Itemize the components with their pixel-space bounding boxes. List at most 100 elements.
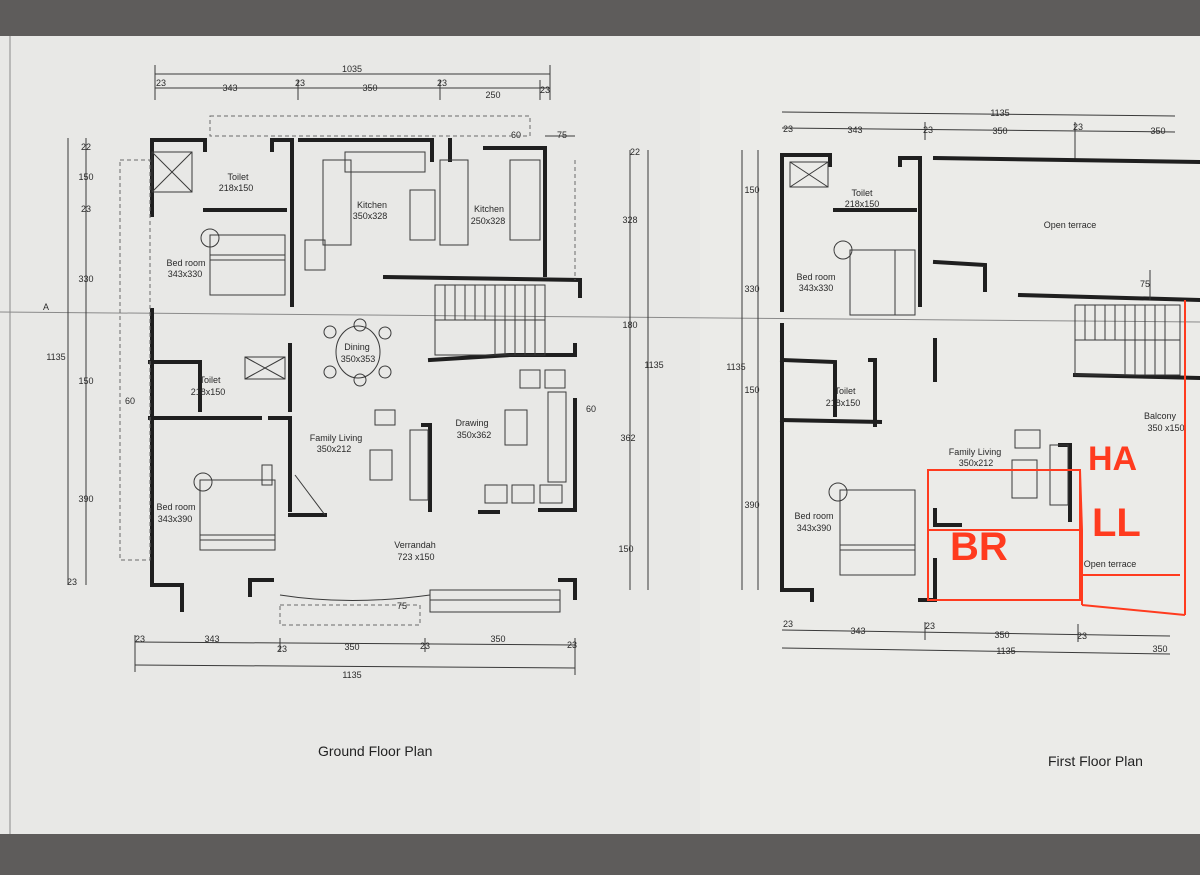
markup-ha-text: HA [1088, 440, 1137, 478]
dim-top-23c: 23 [437, 78, 447, 88]
red-markup: BR HA LL [927, 300, 1186, 616]
dim-top-total: 1035 [342, 64, 362, 74]
ff-dim-bot-343: 343 [850, 626, 865, 636]
ff-dim-left-1135: 1135 [726, 362, 745, 372]
dim-top-60: 60 [511, 130, 521, 140]
ff-room-size-bedroom-1: 343x330 [799, 283, 834, 293]
room-name-dining: Dining [344, 342, 370, 352]
stairs-ground [434, 284, 546, 356]
ff-room-name-toilet-2: Toilet [834, 386, 856, 396]
dim-top-23b: 23 [295, 78, 305, 88]
room-name-verandah: Verrandah [394, 540, 436, 550]
room-size-drawing: 350x362 [457, 430, 492, 440]
ff-dim-top-23b: 23 [923, 125, 933, 135]
dim-bot-23d: 23 [567, 640, 577, 650]
dim-top-75: 75 [557, 130, 567, 140]
room-name-toilet-1: Toilet [227, 172, 249, 182]
ff-dim-bot-total: 1135 [996, 646, 1015, 656]
ff-open-terrace-2: Open terrace [1084, 559, 1137, 569]
dim-bot-350a: 350 [344, 642, 359, 652]
dim-bot-343: 343 [204, 634, 219, 644]
room-size-family-living: 350x212 [317, 444, 352, 454]
ff-dim-top-343: 343 [847, 125, 862, 135]
dim-bot-75: 75 [397, 601, 407, 611]
axis-label: A [43, 302, 49, 312]
room-size-bedroom-2: 343x390 [158, 514, 193, 524]
markup-br-box [927, 469, 1081, 601]
dim-bot-23a: 23 [135, 634, 145, 644]
ff-dim-left-150: 150 [744, 185, 759, 195]
room-name-bedroom-1: Bed room [166, 258, 205, 268]
dim-top-23a: 23 [156, 78, 166, 88]
ff-dim-top-23a: 23 [783, 124, 793, 134]
ff-dim-right-75: 75 [1140, 279, 1150, 289]
ff-room-name-bedroom-1: Bed room [796, 272, 835, 282]
dim-left-330: 330 [78, 274, 93, 284]
dim-bot-23c: 23 [420, 641, 430, 651]
stairs-first [1074, 304, 1181, 376]
dim-top-343: 343 [222, 83, 237, 93]
room-name-kitchen-2: Kitchen [474, 204, 504, 214]
ff-dim-left-150b: 150 [744, 385, 759, 395]
dim-left-150b: 150 [78, 376, 93, 386]
dim-left-23a: 23 [81, 204, 91, 214]
dim-left-23b: 23 [67, 577, 77, 587]
ff-dim-bot-350b: 350 [1152, 644, 1167, 654]
ground-floor-plan: 1035 23 343 23 350 23 250 23 60 75 22 15… [46, 64, 663, 759]
dim-right-22: 22 [630, 147, 640, 157]
dim-top-350: 350 [362, 83, 377, 93]
dim-left-22: 22 [81, 142, 91, 152]
room-size-kitchen-1: 350x328 [353, 211, 388, 221]
ff-room-size-toilet-1: 218x150 [845, 199, 880, 209]
ff-dim-bot-23a: 23 [783, 619, 793, 629]
room-size-verandah: 723 x150 [397, 552, 434, 562]
room-name-kitchen-1: Kitchen [357, 200, 387, 210]
dim-bot-350b: 350 [490, 634, 505, 644]
dim-right-150: 150 [618, 544, 633, 554]
ff-room-size-bedroom-2: 343x390 [797, 523, 832, 533]
ff-room-name-bedroom-2: Bed room [794, 511, 833, 521]
ff-dim-left-330: 330 [744, 284, 759, 294]
markup-ll-text: LL [1092, 501, 1141, 545]
ground-floor-title: Ground Floor Plan [318, 743, 432, 759]
dim-right-362: 362 [620, 433, 635, 443]
room-name-toilet-2: Toilet [199, 375, 221, 385]
room-name-family-living: Family Living [310, 433, 363, 443]
ff-dim-left-390: 390 [744, 500, 759, 510]
dim-left-1135: 1135 [46, 352, 65, 362]
ff-dim-bot-23c: 23 [1077, 631, 1087, 641]
room-size-dining: 350x353 [341, 354, 376, 364]
room-name-drawing: Drawing [455, 418, 488, 428]
dim-left-390: 390 [78, 494, 93, 504]
ff-room-name-family-living: Family Living [949, 447, 1002, 457]
dim-right-328: 328 [622, 215, 637, 225]
ff-dim-bot-23b: 23 [925, 621, 935, 631]
dim-left-150: 150 [78, 172, 93, 182]
markup-br-text: BR [950, 525, 1008, 569]
ff-dim-top-350b: 350 [1150, 126, 1165, 136]
ff-dim-top-total: 1135 [990, 108, 1009, 118]
dim-top-250: 250 [485, 90, 500, 100]
dim-top-23d: 23 [540, 85, 550, 95]
first-floor-title: First Floor Plan [1048, 753, 1143, 769]
dim-right-180: 180 [622, 320, 637, 330]
room-size-kitchen-2: 250x328 [471, 216, 506, 226]
dim-bot-23b: 23 [277, 644, 287, 654]
room-name-bedroom-2: Bed room [156, 502, 195, 512]
room-size-toilet-2: 218x150 [191, 387, 226, 397]
ff-room-name-toilet-1: Toilet [851, 188, 873, 198]
dim-left-60: 60 [125, 396, 135, 406]
ff-dim-top-350a: 350 [992, 126, 1007, 136]
ff-dim-top-23c: 23 [1073, 122, 1083, 132]
axis-line [0, 311, 1200, 323]
room-size-bedroom-1: 343x330 [168, 269, 203, 279]
ff-room-size-family-living: 350x212 [959, 458, 994, 468]
dim-right-1135: 1135 [644, 360, 663, 370]
room-size-toilet-1: 218x150 [219, 183, 254, 193]
dim-bot-total: 1135 [342, 670, 361, 680]
ff-open-terrace-1: Open terrace [1044, 220, 1097, 230]
first-floor-plan: 1135 23 343 23 350 23 350 150 330 1135 1… [726, 108, 1200, 769]
dim-right-60: 60 [586, 404, 596, 414]
